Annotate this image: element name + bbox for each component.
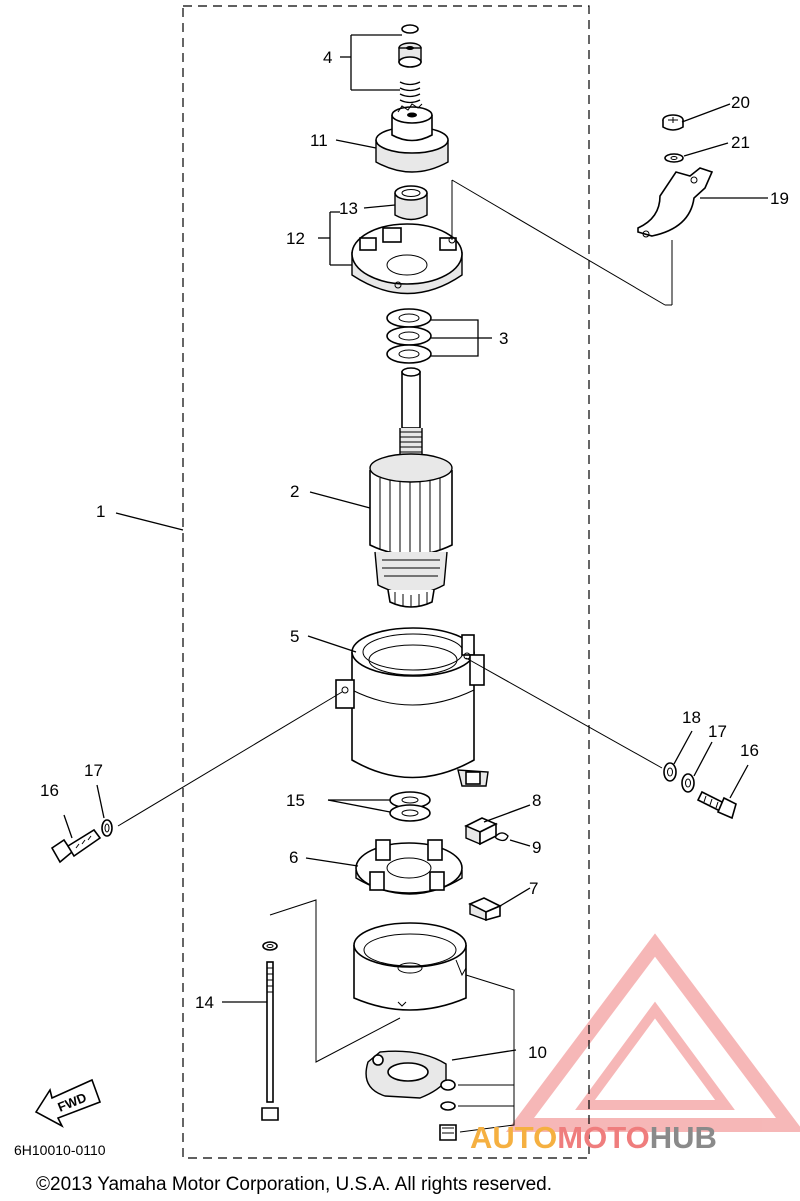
part-12-end-bracket: [318, 211, 463, 295]
part-10-end-cover: [353, 922, 517, 1141]
part-6-brush-holder: [305, 839, 463, 895]
watermark-auto: AUTO: [470, 1120, 557, 1155]
part-2-armature: [309, 367, 453, 608]
assembly-boundary: [182, 5, 590, 1159]
callout-20: 20: [731, 93, 750, 112]
callout-7: 7: [529, 879, 538, 898]
part-17-washer-left: [96, 784, 113, 837]
part-5-yoke: [307, 627, 489, 787]
watermark-moto: MOTO: [557, 1120, 649, 1155]
copyright-notice: ©2013 Yamaha Motor Corporation, U.S.A. A…: [36, 1174, 552, 1195]
watermark-hub: HUB: [650, 1120, 717, 1155]
callout-18: 18: [682, 708, 701, 727]
callout-3: 3: [499, 329, 508, 348]
fastener-alignment-lines: [117, 179, 673, 827]
callout-19: 19: [770, 189, 789, 208]
callout-13: 13: [339, 199, 358, 218]
part-21-washer: [664, 142, 729, 163]
part-3-thrust-washers: [386, 308, 492, 364]
watermark-logo-icon: [506, 933, 800, 1132]
callout-9: 9: [532, 838, 541, 857]
part-19-bracket: [637, 167, 768, 238]
callout-21: 21: [731, 133, 750, 152]
part-7-brush: [468, 887, 531, 922]
callout-5: 5: [290, 627, 299, 646]
part-13-bushing: [363, 185, 428, 221]
part-15-washers: [327, 791, 431, 822]
part-1-leader: [115, 512, 184, 531]
callout-17-right: 17: [708, 722, 727, 741]
part-8-brush: [464, 804, 531, 846]
callout-16-right: 16: [740, 741, 759, 760]
callout-17-left: 17: [84, 761, 103, 780]
part-4-clip-collar-spring: [340, 24, 422, 104]
callout-1: 1: [96, 502, 105, 521]
part-11-pinion-drive: [335, 103, 449, 173]
callout-8: 8: [532, 791, 541, 810]
watermark-text: AUTOMOTOHUB: [470, 1120, 717, 1155]
callout-11: 11: [310, 131, 328, 150]
callout-4: 4: [323, 48, 332, 67]
callout-15: 15: [286, 791, 305, 810]
callout-10: 10: [528, 1043, 547, 1062]
part-17-washer-right: [681, 741, 713, 793]
part-16-bolt-left: [50, 814, 102, 864]
drawing-code: 6H10010-0110: [14, 1142, 106, 1158]
callout-12: 12: [286, 229, 305, 248]
callout-14: 14: [195, 993, 214, 1012]
part-18-washer-right: [663, 730, 693, 782]
part-14-through-bolt: [222, 899, 401, 1121]
callout-16-left: 16: [40, 781, 59, 800]
fwd-direction-arrow-icon: FWD: [34, 1078, 102, 1128]
callout-6: 6: [289, 848, 298, 867]
part-16-bolt-right: [696, 764, 749, 820]
callout-2: 2: [290, 482, 299, 501]
part-20-screw: [662, 103, 731, 131]
part-9-brush-spring: [494, 832, 531, 847]
